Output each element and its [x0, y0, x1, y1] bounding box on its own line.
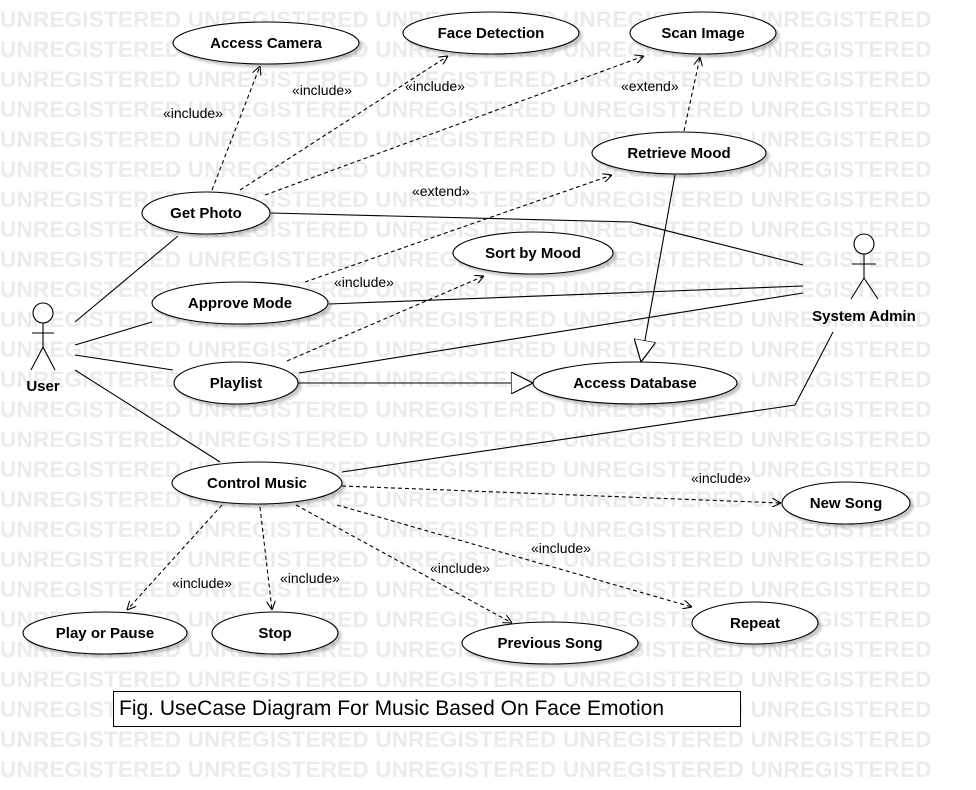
assoc-user-control-music — [74, 369, 221, 463]
assoc-admin-approve-mode — [328, 285, 804, 305]
generalizations — [298, 174, 676, 383]
dep-control-music-stop — [259, 506, 272, 610]
associations — [74, 212, 834, 473]
use-case-playlist: Playlist — [173, 361, 299, 405]
use-case-get-photo: Get Photo — [141, 191, 271, 235]
dep-approve-mode-retrieve-mood — [304, 175, 612, 283]
sort-by-mood-label: Sort by Mood — [485, 245, 581, 262]
label-extend-retrieve-mood: «extend» — [412, 183, 470, 199]
stereotype-labels: «include» «include» «include» «extend» «… — [163, 78, 751, 591]
retrieve-mood-label: Retrieve Mood — [627, 145, 730, 162]
dep-playlist-sort-by-mood — [286, 276, 484, 362]
scan-image-label: Scan Image — [661, 25, 744, 42]
figure-caption: Fig. UseCase Diagram For Music Based On … — [113, 691, 741, 727]
dep-control-music-play-pause — [127, 504, 223, 610]
actor-user: User — [26, 302, 60, 395]
label-include-access-camera: «include» — [163, 105, 223, 121]
stop-label: Stop — [258, 625, 291, 642]
label-include-stop: «include» — [280, 570, 340, 586]
access-database-label: Access Database — [573, 375, 696, 392]
repeat-label: Repeat — [730, 615, 780, 632]
label-include-previous-song: «include» — [430, 560, 490, 576]
dep-retrieve-mood-scan-image — [683, 57, 700, 132]
use-case-access-database: Access Database — [532, 361, 738, 405]
new-song-label: New Song — [810, 495, 883, 512]
use-case-previous-song: Previous Song — [461, 621, 639, 665]
assoc-user-approve-mode — [74, 321, 153, 346]
control-music-label: Control Music — [207, 475, 307, 492]
use-case-repeat: Repeat — [691, 601, 819, 645]
label-include-play-pause: «include» — [172, 575, 232, 591]
use-case-access-camera: Access Camera — [172, 21, 360, 65]
label-include-repeat: «include» — [531, 540, 591, 556]
retrieve-mood-to-access-database — [641, 174, 676, 362]
dep-control-music-repeat — [336, 504, 692, 607]
dep-get-photo-face-detection — [239, 56, 448, 191]
assoc-user-playlist — [74, 354, 174, 371]
play-or-pause-label: Play or Pause — [56, 625, 154, 642]
label-include-sort-by-mood: «include» — [334, 274, 394, 290]
dep-get-photo-access-camera — [211, 66, 260, 191]
assoc-admin-playlist — [298, 292, 804, 374]
label-include-face-detection: «include» — [292, 82, 352, 98]
label-extend-scan-image: «extend» — [621, 78, 679, 94]
get-photo-label: Get Photo — [170, 205, 242, 222]
dependencies — [127, 56, 781, 623]
use-case-face-detection: Face Detection — [402, 11, 580, 55]
system-admin-label: System Admin — [812, 308, 916, 325]
use-case-sort-by-mood: Sort by Mood — [452, 231, 614, 275]
assoc-user-get-photo — [74, 235, 179, 323]
approve-mode-label: Approve Mode — [188, 295, 292, 312]
use-case-retrieve-mood: Retrieve Mood — [591, 131, 767, 175]
admin-stick-figure-icon — [850, 233, 879, 300]
access-camera-label: Access Camera — [210, 35, 322, 52]
use-case-stop: Stop — [211, 611, 339, 655]
label-include-scan-image: «include» — [405, 78, 465, 94]
user-stick-figure-icon — [30, 302, 56, 371]
assoc-admin-get-photo — [270, 212, 804, 266]
actor-system-admin: System Admin — [812, 233, 916, 325]
label-include-new-song: «include» — [691, 470, 751, 486]
assoc-admin-control-music — [341, 331, 834, 473]
use-case-control-music: Control Music — [171, 461, 343, 505]
user-label: User — [26, 378, 60, 395]
use-case-new-song: New Song — [781, 481, 911, 525]
use-case-play-or-pause: Play or Pause — [22, 611, 188, 655]
face-detection-label: Face Detection — [438, 25, 545, 42]
playlist-label: Playlist — [210, 375, 263, 392]
previous-song-label: Previous Song — [497, 635, 602, 652]
dep-control-music-previous-song — [295, 504, 512, 623]
use-case-approve-mode: Approve Mode — [151, 281, 329, 325]
dep-get-photo-scan-image — [264, 56, 644, 196]
dep-control-music-new-song — [341, 485, 781, 503]
use-case-scan-image: Scan Image — [629, 11, 777, 55]
